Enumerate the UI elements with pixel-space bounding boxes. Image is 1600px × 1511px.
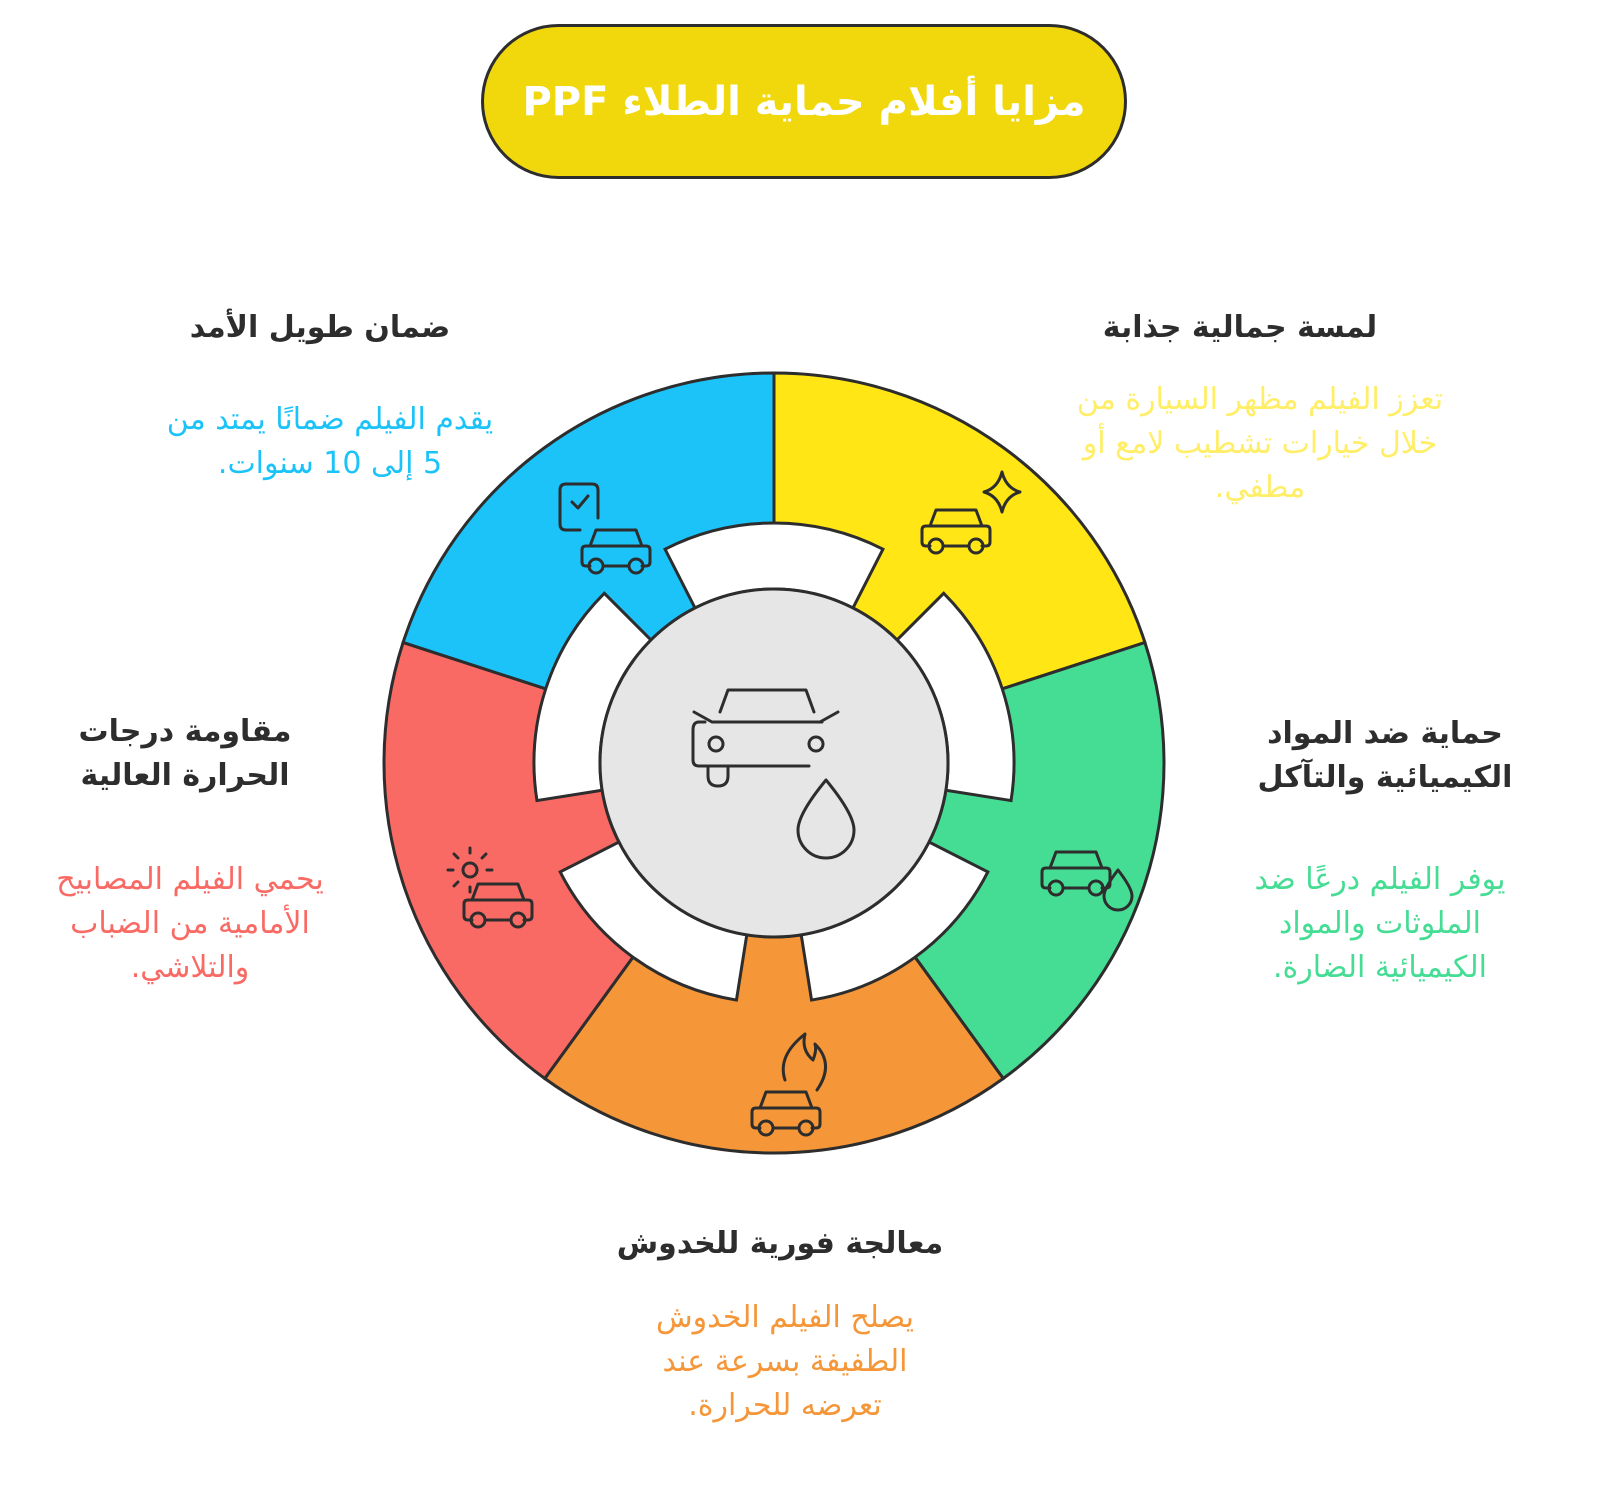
segment-heading: ضمان طويل الأمد xyxy=(189,310,451,345)
car-fire-icon xyxy=(750,1032,827,1137)
segment-aesthetic-label: لمسة جمالية جذابة xyxy=(1090,306,1390,350)
segment-aesthetic-description: تعزز الفيلم مظهر السيارة من خلال خيارات … xyxy=(1076,382,1444,505)
car-document-check-icon xyxy=(558,482,652,575)
segment-heat-description: يحمي الفيلم المصابيح الأمامية من الضباب … xyxy=(56,862,324,985)
segment-chemical-description: يوفر الفيلم درعًا ضد الملوثات والمواد ال… xyxy=(1254,862,1506,985)
segment-heading: معالجة فورية للخدوش xyxy=(616,1226,944,1261)
segment-heading: لمسة جمالية جذابة xyxy=(1102,310,1378,345)
segment-warranty-label: ضمان طويل الأمد xyxy=(170,306,470,350)
center-hub xyxy=(598,587,950,939)
segment-scratch-description: يصلح الفيلم الخدوش الطفيفة بسرعة عند تعر… xyxy=(655,1300,915,1423)
segment-chemical-label: حماية ضد المواد الكيميائية والتآكل xyxy=(1240,712,1530,800)
title-text: مزايا أفلام حماية الطلاء PPF xyxy=(522,78,1086,125)
title-banner: مزايا أفلام حماية الطلاء PPF xyxy=(481,24,1127,179)
segment-scratch-label: معالجة فورية للخدوش xyxy=(600,1222,960,1266)
segment-warranty-description: يقدم الفيلم ضمانًا يمتد من 5 إلى 10 سنوا… xyxy=(166,402,494,481)
segment-heading: مقاومة درجات الحرارة العالية xyxy=(78,714,292,793)
segment-heading: حماية ضد المواد الكيميائية والتآكل xyxy=(1257,716,1513,795)
car-drop-icon xyxy=(691,688,856,860)
car-sun-icon xyxy=(446,846,534,929)
car-sparkle-icon xyxy=(920,470,1022,555)
segment-heat-label: مقاومة درجات الحرارة العالية xyxy=(70,710,300,798)
car-drop-icon xyxy=(1040,850,1134,912)
